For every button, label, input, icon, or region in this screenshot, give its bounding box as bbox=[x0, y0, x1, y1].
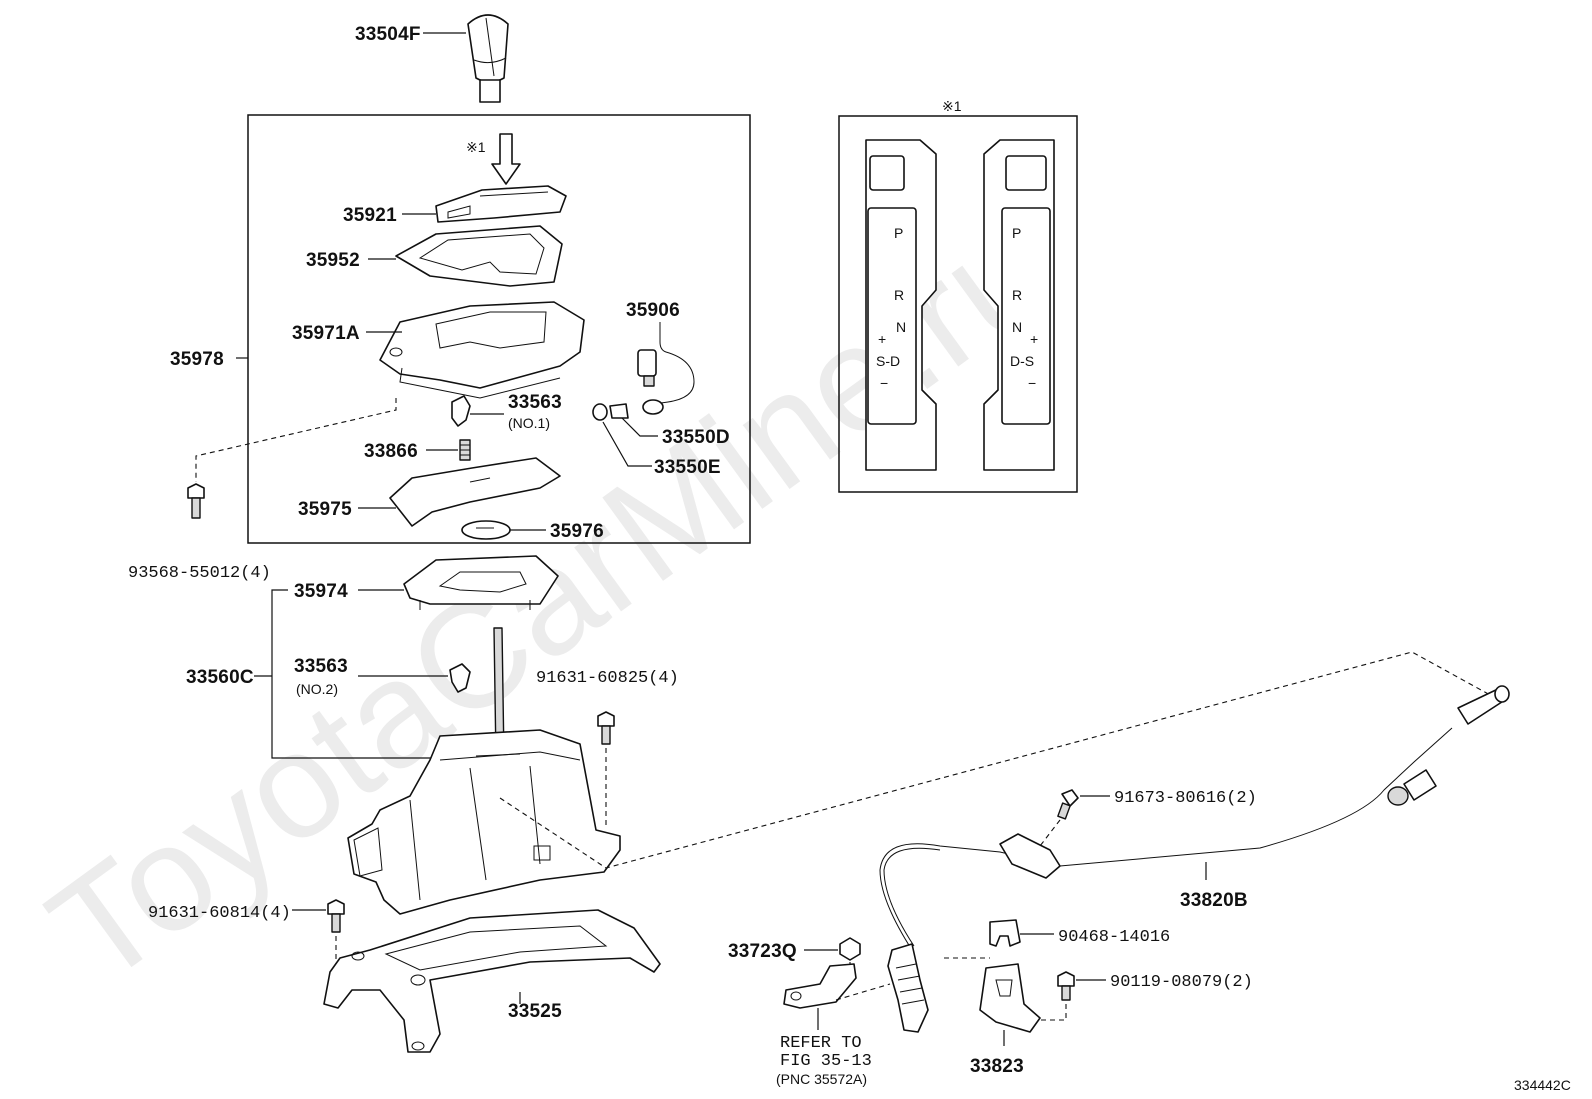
label-35974: 35974 bbox=[294, 581, 348, 602]
part-33525-base[interactable] bbox=[323, 909, 661, 1053]
label-35952: 35952 bbox=[306, 250, 360, 271]
label-33723Q: 33723Q bbox=[728, 941, 797, 962]
gate-indicator-right: P R N + D-S − bbox=[983, 139, 1055, 471]
svg-text:D-S: D-S bbox=[1010, 353, 1034, 369]
bolt-90119-08079[interactable] bbox=[1057, 971, 1075, 1001]
part-33820B-cable[interactable] bbox=[879, 685, 1510, 1033]
label-33563-no1-sub: (NO.1) bbox=[508, 415, 550, 431]
bolt-91673-80616[interactable] bbox=[1057, 789, 1079, 820]
label-91631-60814: 91631-60814(4) bbox=[148, 904, 291, 923]
label-33823: 33823 bbox=[970, 1056, 1024, 1077]
svg-text:R: R bbox=[894, 287, 904, 303]
inset-box bbox=[838, 115, 1078, 493]
svg-text:R: R bbox=[1012, 287, 1022, 303]
part-35976[interactable] bbox=[461, 520, 511, 540]
label-33550E: 33550E bbox=[654, 457, 721, 478]
diagram-id: 334442C bbox=[1514, 1077, 1571, 1093]
part-33563-no1[interactable] bbox=[451, 395, 471, 427]
label-33563-no1: 33563 bbox=[508, 392, 562, 413]
refer-line-3: (PNC 35572A) bbox=[776, 1071, 867, 1087]
svg-text:N: N bbox=[896, 319, 906, 335]
label-35975: 35975 bbox=[298, 499, 352, 520]
label-35921: 35921 bbox=[343, 205, 397, 226]
svg-text:−: − bbox=[1028, 375, 1036, 391]
part-33560C-shift-assembly[interactable] bbox=[347, 627, 621, 915]
label-33504F: 33504F bbox=[355, 24, 421, 45]
part-35906[interactable] bbox=[637, 322, 695, 415]
part-33563-no2[interactable] bbox=[449, 663, 471, 693]
label-33550D: 33550D bbox=[662, 427, 730, 448]
svg-text:N: N bbox=[1012, 319, 1022, 335]
label-35971A: 35971A bbox=[292, 323, 360, 344]
arrow-down-icon bbox=[491, 133, 521, 185]
label-93568: 93568-55012(4) bbox=[128, 564, 271, 583]
assembly-box-35978 bbox=[247, 114, 751, 544]
label-33563-no2-sub: (NO.2) bbox=[296, 681, 338, 697]
part-35921[interactable] bbox=[435, 185, 567, 223]
bolt-91631-60814[interactable] bbox=[327, 899, 345, 933]
part-refer-bracket[interactable] bbox=[783, 963, 857, 1009]
svg-text:P: P bbox=[894, 225, 903, 241]
label-33525: 33525 bbox=[508, 1001, 562, 1022]
part-90468-clip[interactable] bbox=[989, 919, 1021, 947]
refer-line-1: REFER TO bbox=[780, 1034, 862, 1053]
label-33563-no2: 33563 bbox=[294, 656, 348, 677]
svg-text:S-D: S-D bbox=[876, 353, 900, 369]
marker-arrow-label: ※1 bbox=[466, 139, 486, 155]
svg-text:−: − bbox=[880, 375, 888, 391]
part-35971A[interactable] bbox=[379, 301, 585, 399]
label-35978: 35978 bbox=[170, 349, 224, 370]
label-90119-08079: 90119-08079(2) bbox=[1110, 973, 1253, 992]
part-33823-bracket[interactable] bbox=[979, 963, 1041, 1033]
part-35975[interactable] bbox=[389, 457, 561, 527]
part-33723Q-nut[interactable] bbox=[839, 937, 861, 961]
svg-text:P: P bbox=[1012, 225, 1021, 241]
part-35952[interactable] bbox=[395, 225, 563, 287]
gate-indicator-left: P R N + S-D − bbox=[865, 139, 937, 471]
part-35974[interactable] bbox=[403, 555, 559, 610]
bolt-91631-60825[interactable] bbox=[597, 711, 615, 745]
bolt-93568[interactable] bbox=[187, 483, 205, 519]
label-35906: 35906 bbox=[626, 300, 680, 321]
shift-knob[interactable] bbox=[467, 14, 509, 103]
label-33820B: 33820B bbox=[1180, 890, 1248, 911]
svg-text:+: + bbox=[1030, 331, 1038, 347]
label-33866: 33866 bbox=[364, 441, 418, 462]
label-90468-14016: 90468-14016 bbox=[1058, 928, 1170, 947]
inset-marker: ※1 bbox=[942, 98, 962, 114]
svg-text:+: + bbox=[878, 331, 886, 347]
label-33560C: 33560C bbox=[186, 667, 254, 688]
part-33550D-33550E[interactable] bbox=[592, 403, 629, 421]
label-91631-60825: 91631-60825(4) bbox=[536, 669, 679, 688]
label-35976: 35976 bbox=[550, 521, 604, 542]
refer-line-2: FIG 35-13 bbox=[780, 1052, 872, 1071]
part-33866-spring[interactable] bbox=[459, 439, 471, 461]
label-91673-80616: 91673-80616(2) bbox=[1114, 789, 1257, 808]
